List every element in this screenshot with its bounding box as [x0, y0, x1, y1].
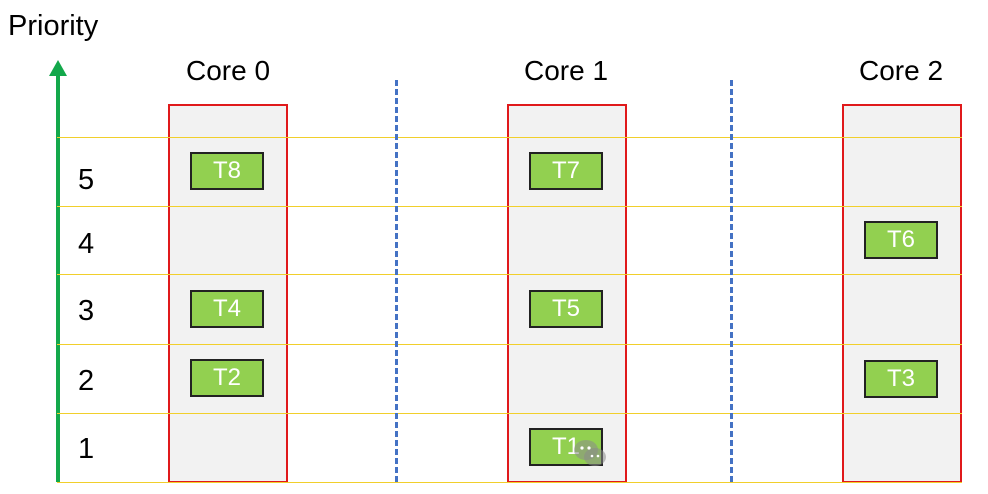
- priority-label-3: 3: [78, 295, 95, 327]
- core-divider-0-1: [395, 80, 398, 482]
- task-t8: T8: [190, 152, 264, 190]
- task-t5: T5: [529, 290, 603, 328]
- row-line: [57, 482, 962, 483]
- priority-axis-arrow-icon: [49, 60, 67, 76]
- chat-bubble-watermark-icon: [574, 440, 606, 466]
- task-t3: T3: [864, 360, 938, 398]
- priority-axis-line: [56, 72, 60, 482]
- core-header-0: Core 0: [185, 55, 271, 86]
- core-header-2: Core 2: [858, 55, 944, 86]
- priority-label-2: 2: [78, 365, 95, 397]
- priority-label-5: 5: [78, 164, 95, 196]
- core-divider-1-2: [730, 80, 733, 482]
- row-line: [57, 344, 962, 345]
- priority-label-4: 4: [78, 228, 95, 260]
- row-line: [57, 413, 962, 414]
- task-t2: T2: [190, 359, 264, 397]
- row-line: [57, 206, 962, 207]
- axis-title: Priority: [8, 10, 99, 42]
- priority-label-1: 1: [78, 433, 95, 465]
- core-header-1: Core 1: [523, 55, 609, 86]
- task-t6: T6: [864, 221, 938, 259]
- core-column-2: [842, 104, 962, 483]
- row-line: [57, 137, 962, 138]
- task-t7: T7: [529, 152, 603, 190]
- row-line: [57, 274, 962, 275]
- task-t4: T4: [190, 290, 264, 328]
